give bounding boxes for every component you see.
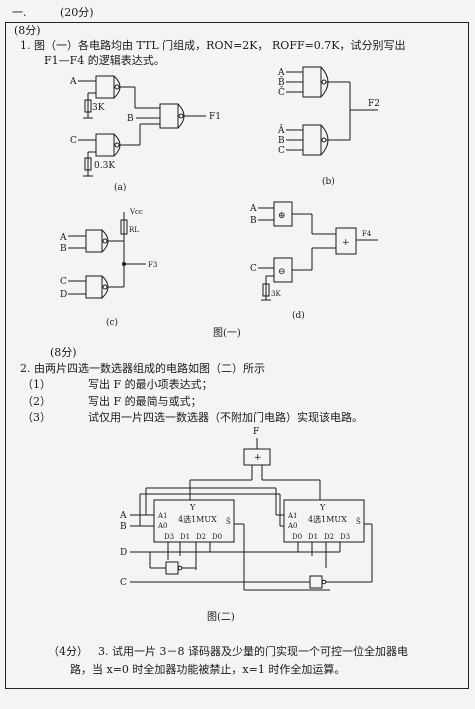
mux-right-d3: D3 — [340, 533, 350, 541]
fig1a-input-c: C — [70, 136, 77, 146]
q2-item-2-num: （2） — [22, 395, 51, 408]
fig1d-input-a: A — [249, 204, 257, 214]
fig1a-output: F1 — [209, 112, 221, 122]
fig2-input-d: D — [120, 548, 127, 558]
mux-left-d1: D1 — [180, 533, 190, 541]
mux-left-d0: D0 — [212, 533, 222, 541]
fig2-caption: 图(二) — [207, 611, 235, 623]
fig1c-input-b: B — [60, 244, 67, 254]
q1-text-line1: 1. 图（一）各电路均由 TTL 门组成，RON=2K， ROFF=0.7K，试… — [20, 39, 406, 52]
mux-left-d3: D3 — [164, 533, 174, 541]
fig1c-input-a: A — [59, 233, 67, 243]
fig1b-input-4: Ā — [277, 124, 285, 136]
mux-left-label: 4选1MUX — [178, 514, 217, 524]
fig1a-resistor-1: 3K — [92, 103, 105, 113]
mux-right-sel1: A1 — [287, 512, 298, 520]
fig1b-caption: (b) — [322, 176, 335, 187]
mux-right-out: Y — [319, 503, 326, 512]
fig1c-input-d: D — [60, 290, 67, 300]
fig1a-input-a: A — [69, 77, 77, 87]
mux-right-d2: D2 — [324, 533, 334, 541]
q3-line2: 路，当 x=0 时全加器功能被禁止，x=1 时作全加运算。 — [70, 663, 346, 676]
fig1a-caption: (a) — [114, 182, 126, 193]
fig2-input-a: A — [119, 511, 127, 521]
mux-right-sel0: A0 — [287, 522, 298, 530]
fig1b-input-3: C̄ — [278, 86, 285, 98]
fig1a-input-b: B — [127, 114, 134, 124]
fig1c-caption: (c) — [106, 317, 118, 328]
q2-item-1-text: 写出 F 的最小项表达式； — [88, 378, 213, 391]
q1-text-line2: F1—F4 的逻辑表达式。 — [44, 54, 165, 67]
fig1d-caption: (d) — [292, 310, 305, 321]
fig1b-input-1: A — [277, 68, 285, 78]
fig1d-xnor-gate: ⊖ — [278, 267, 286, 277]
q2-item-3-num: （3） — [22, 411, 51, 424]
mux-right-d0: D0 — [292, 533, 302, 541]
mux-right-d1: D1 — [308, 533, 318, 541]
q2-points: (8分) — [50, 346, 77, 359]
fig2-output: F — [253, 427, 259, 437]
mux-right-strobe: S̄ — [356, 517, 361, 526]
mux-right-label: 4选1MUX — [308, 514, 347, 524]
fig1b-output: F2 — [368, 99, 380, 109]
fig1c-input-c: C — [60, 277, 67, 287]
fig2-input-b: B — [120, 522, 127, 532]
fig1c-resistor: RL — [129, 226, 139, 234]
fig1d-or-gate: + — [342, 238, 350, 248]
fig1c-output: F3 — [148, 261, 157, 269]
section-points: (20分) — [60, 6, 94, 19]
mux-left-out: Y — [189, 503, 196, 512]
fig2-input-c: C — [120, 578, 127, 588]
q2-item-1-num: （1） — [22, 378, 51, 391]
fig2-or-gate: + — [254, 453, 262, 463]
fig1d-input-c: C — [250, 264, 257, 274]
mux-left-sel0: A0 — [157, 522, 168, 530]
mux-left-strobe: S̄ — [226, 517, 231, 526]
fig1d-input-b: B — [250, 216, 257, 226]
mux-left-sel1: A1 — [157, 512, 168, 520]
fig1-caption: 图(一) — [213, 327, 241, 339]
fig1b-input-5: B — [278, 136, 285, 146]
fig1a-resistor-2: 0.3K — [94, 161, 115, 171]
q3-points: （4分） — [48, 645, 88, 658]
q3-line1: 3. 试用一片 3－8 译码器及少量的门实现一个可控一位全加器电 — [98, 645, 408, 658]
fig1b-input-6: C — [278, 146, 285, 156]
fig1c-vcc: Vcc — [129, 208, 143, 216]
q1-points: (8分) — [14, 24, 41, 37]
page-border — [5, 22, 469, 689]
mux-left-d2: D2 — [196, 533, 206, 541]
fig1d-output: F4 — [362, 230, 372, 238]
section-number: 一. — [12, 6, 27, 19]
q2-intro: 2. 由两片四选一数选器组成的电路如图（二）所示 — [20, 362, 265, 375]
q2-item-3-text: 试仅用一片四选一数选器（不附加门电路）实现该电路。 — [88, 411, 363, 424]
fig1b-input-2: B̄ — [278, 76, 285, 88]
fig1d-xor-gate: ⊕ — [278, 211, 286, 221]
fig1d-resistor: 3K — [271, 290, 281, 298]
q2-item-2-text: 写出 F 的最简与或式； — [88, 395, 202, 408]
